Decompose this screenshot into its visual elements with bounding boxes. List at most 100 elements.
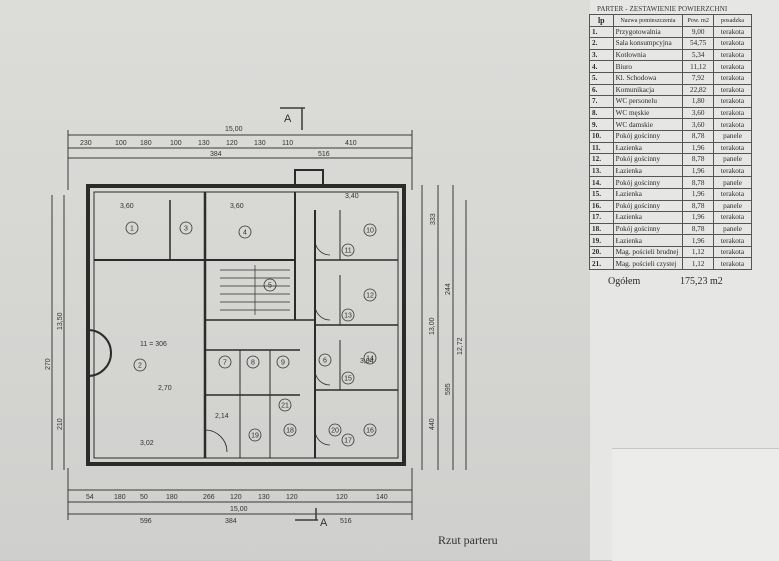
room-number: 20: [331, 428, 339, 435]
overall-width-bottom: 15,00: [230, 506, 248, 513]
row-floor: terakota: [713, 257, 752, 271]
row-floor: panele: [713, 153, 752, 166]
room-circle: [283, 423, 297, 437]
bottom-dim-3: 50: [140, 494, 148, 501]
room-circle: [363, 423, 377, 437]
room-number: 14: [366, 356, 374, 363]
row-name: Biuro: [612, 60, 684, 73]
room-number: 4: [243, 230, 247, 237]
row-area: 8,78: [682, 176, 715, 189]
total-label: Ogółem: [608, 276, 641, 287]
room-number: 18: [286, 428, 294, 435]
row-lp: 1.: [589, 25, 614, 39]
room-number: 3: [184, 226, 188, 233]
room-circle: [276, 355, 290, 369]
row-name: Pokój gościnny: [612, 129, 684, 143]
floor-plan-drawing: 15,00 230 100 180 100 130 120 130 110 41…: [45, 107, 467, 529]
room-number: 12: [366, 293, 374, 300]
row-name: Przygotowalnia: [612, 25, 684, 39]
left-dim-1: 270: [45, 358, 52, 370]
row-name: Łazienka: [612, 164, 684, 178]
row-floor: terakota: [713, 118, 752, 131]
row-area: 54,75: [682, 37, 715, 50]
row-area: 1,96: [682, 141, 715, 155]
row-lp: 19.: [589, 234, 614, 247]
bottom-dim-10: 140: [376, 494, 388, 501]
plan-caption: Rzut parteru: [438, 533, 498, 547]
area-schedule: PARTER - ZESTAWIENIE POWIERZCHNI lp Nazw…: [589, 5, 764, 271]
row-floor: terakota: [713, 211, 752, 224]
row-area: 1,96: [682, 234, 715, 247]
room-circle: [363, 351, 377, 365]
row-floor: panele: [713, 176, 752, 189]
row-lp: 15.: [589, 187, 614, 201]
row-lp: 5.: [589, 71, 614, 85]
bottom-dim-2: 180: [114, 494, 126, 501]
room-circle: [248, 428, 262, 442]
header-lp: lp: [589, 14, 614, 27]
room-number: 15: [344, 376, 352, 383]
bottom-outer-3: 516: [340, 518, 352, 525]
row-floor: terakota: [713, 60, 752, 73]
annotation-6: 2,14: [215, 413, 229, 420]
room-circle: [363, 288, 377, 302]
annotation-2: 3,40: [345, 193, 359, 200]
room-number: 16: [366, 428, 374, 435]
row-lp: 10.: [589, 129, 614, 143]
row-area: 11,12: [682, 60, 715, 73]
room-number: 6: [323, 358, 327, 365]
annotation-5: 3,02: [140, 440, 154, 447]
bottom-dim-7: 130: [258, 494, 270, 501]
room-circle: [341, 371, 355, 385]
top-dim-4: 100: [170, 140, 182, 147]
row-floor: terakota: [713, 95, 752, 108]
bottom-outer-2: 384: [225, 518, 237, 525]
row-area: 8,78: [682, 153, 715, 166]
row-area: 8,78: [682, 222, 715, 236]
room-circle: [328, 423, 342, 437]
row-lp: 8.: [589, 106, 614, 120]
row-floor: panele: [713, 129, 752, 143]
row-floor: panele: [713, 199, 752, 213]
top-dim-8: 110: [282, 140, 293, 147]
row-name: Kotłownia: [612, 48, 684, 62]
room-circle: [218, 355, 232, 369]
room-circle: [278, 398, 292, 412]
room-number: 11: [344, 248, 351, 255]
row-name: Pokój gościnny: [612, 199, 684, 213]
room-circle: [238, 225, 252, 239]
row-name: Komunikacja: [612, 83, 684, 97]
top-dim-3: 180: [140, 140, 152, 147]
row-lp: 18.: [589, 222, 614, 236]
left-dim-2: 13,50: [57, 312, 64, 330]
header-floor: posadzka: [713, 14, 752, 27]
row-area: 7,92: [682, 71, 715, 85]
row-lp: 21.: [589, 257, 614, 271]
room-number: 9: [281, 360, 285, 367]
row-area: 1,96: [682, 187, 715, 201]
annotation-1: 3,60: [120, 203, 134, 210]
row-area: 8,78: [682, 199, 715, 213]
room-number: 17: [344, 438, 352, 445]
row-area: 3,60: [682, 118, 715, 131]
overall-width-top: 15,00: [225, 126, 243, 133]
row-area: 5,34: [682, 48, 715, 62]
right-dim-2: 244: [445, 283, 452, 295]
right-dim-3: 595: [445, 383, 452, 395]
row-floor: terakota: [713, 37, 752, 50]
bottom-dim-1: 54: [86, 494, 94, 501]
room-circle: [125, 221, 139, 235]
room-number: 7: [223, 360, 227, 367]
table-title: PARTER - ZESTAWIENIE POWIERZCHNI: [597, 5, 728, 13]
row-area: 9,00: [682, 25, 715, 39]
row-area: 1,12: [682, 257, 715, 271]
